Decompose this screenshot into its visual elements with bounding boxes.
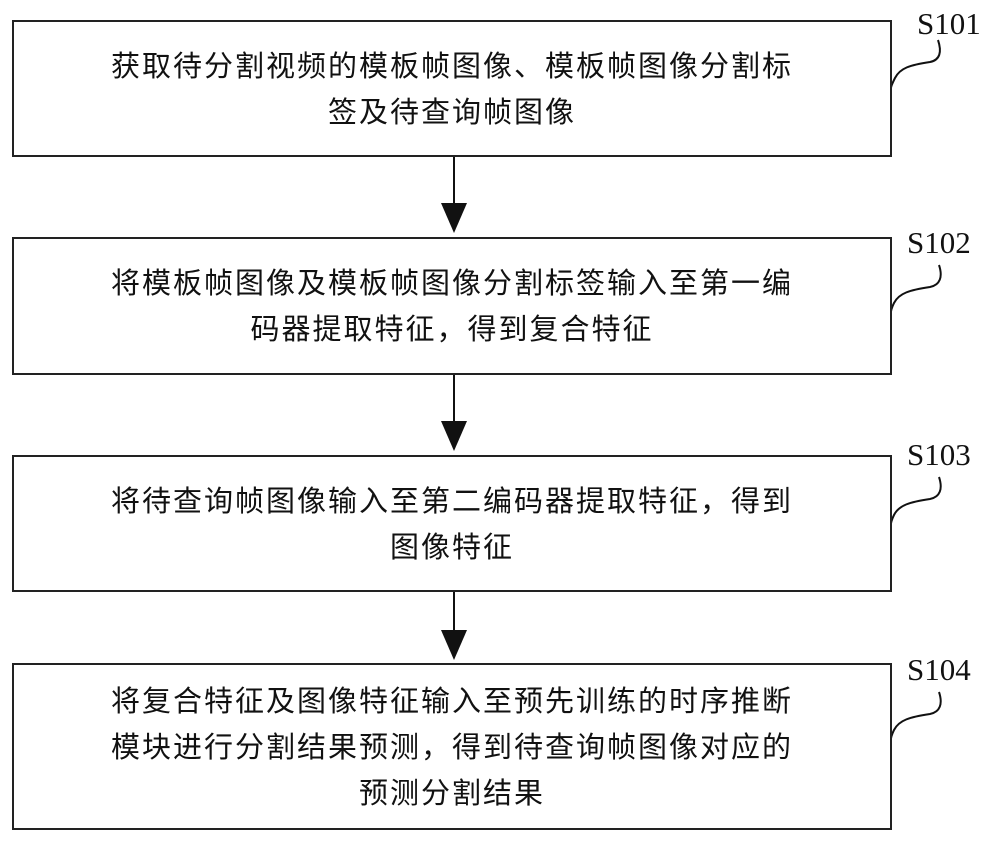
step-label-s102: S102 — [907, 225, 971, 260]
step-label-s101: S101 — [917, 6, 981, 41]
label-leader-s101 — [889, 39, 941, 93]
step-box-s101: 获取待分割视频的模板帧图像、模板帧图像分割标 签及待查询帧图像 — [12, 20, 892, 157]
step-text-line: 将复合特征及图像特征输入至预先训练的时序推断 — [110, 683, 793, 718]
step-label-s103: S103 — [907, 437, 971, 472]
step-label-s104: S104 — [907, 652, 971, 687]
flow-arrowhead-3 — [441, 630, 467, 660]
step-text-line: 模块进行分割结果预测，得到待查询帧图像对应的 — [110, 729, 793, 764]
flow-arrowhead-1 — [441, 203, 467, 233]
label-leader-s102 — [889, 264, 942, 318]
label-leader-s103 — [889, 476, 942, 530]
step-box-s102: 将模板帧图像及模板帧图像分割标签输入至第一编 码器提取特征，得到复合特征 — [12, 237, 892, 375]
step-text-line: 预测分割结果 — [358, 775, 545, 810]
step-text-line: 将待查询帧图像输入至第二编码器提取特征，得到 — [110, 483, 793, 518]
step-box-s103: 将待查询帧图像输入至第二编码器提取特征，得到 图像特征 — [12, 455, 892, 592]
step-text-line: 获取待分割视频的模板帧图像、模板帧图像分割标 — [110, 48, 793, 83]
label-leader-s104 — [889, 691, 942, 745]
flow-arrowhead-2 — [441, 421, 467, 451]
step-box-s104: 将复合特征及图像特征输入至预先训练的时序推断 模块进行分割结果预测，得到待查询帧… — [12, 663, 892, 830]
step-text-line: 码器提取特征，得到复合特征 — [250, 312, 654, 346]
step-text-line: 签及待查询帧图像 — [327, 94, 576, 129]
step-text-line: 将模板帧图像及模板帧图像分割标签输入至第一编 — [110, 266, 793, 300]
step-text-line: 图像特征 — [389, 529, 514, 564]
